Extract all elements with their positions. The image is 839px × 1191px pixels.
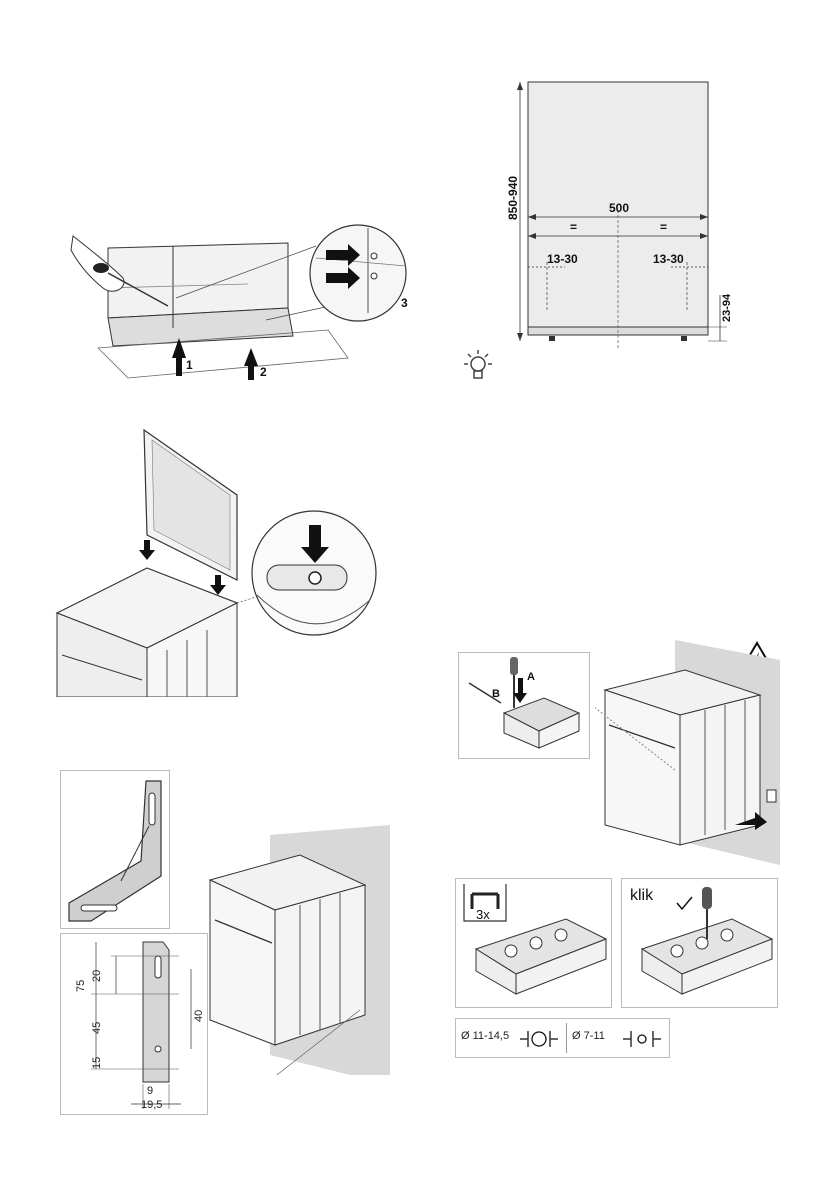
klik-label: klik [630,887,654,904]
feet-adjustment-illustration [70,224,407,380]
cooker-electrical-illustration [595,640,780,865]
cable-clamp-panel: 3x [455,878,612,1008]
dim-9: 9 [147,1085,154,1097]
equal-right-label: = [660,220,668,234]
foot-height-label: 23-94 [721,293,733,322]
bracket-dimension-panel: 75 20 45 15 40 9 19,5 [60,933,208,1115]
cable-size-large-label: Ø 11-14,5 [461,1030,510,1042]
equal-left-label: = [570,220,578,234]
figure-feet-adjustment: 1 2 3 [68,218,413,383]
cable-size-strip: Ø 11-14,5 Ø 7-11 [455,1018,670,1058]
figure-installation-dimensions: 850-940 500 = = 13-30 13-30 23-94 [495,70,740,380]
figure-antitip-bracket: 75 20 45 15 40 9 19,5 [60,770,390,1120]
dim-75: 75 [75,979,87,992]
lift-arrow-2 [244,348,258,380]
figure-electrical-connection: A B 3x [455,640,780,1070]
lift-arrow-1 [172,338,186,376]
figure-lid-mounting [52,425,382,698]
cable-size-small-label: Ø 7-11 [572,1030,605,1042]
cable-large-clamp-icon [520,1031,558,1047]
dim-20: 20 [91,969,103,982]
offset-left-label: 13-30 [547,252,578,266]
cable-small-clamp-icon [623,1031,661,1047]
step-label-3: 3 [401,296,408,310]
terminal-box-panel: A B [458,652,590,759]
lid-mounting-illustration [55,428,377,698]
terminal-label-a: A [527,671,535,683]
dim-19-5: 19,5 [141,1099,163,1111]
width-dimension-label: 500 [609,201,630,215]
installation-dimensions-drawing [517,81,727,350]
terminal-label-b: B [492,688,500,700]
height-dimension-label: 850-940 [506,175,520,220]
bracket-detail-panel [60,770,170,929]
clamp-count-label: 3x [476,907,490,922]
step-label-2: 2 [260,365,267,379]
dim-15: 15 [91,1056,103,1069]
klik-panel: klik [621,878,778,1008]
step-label-1: 1 [186,358,193,372]
cooker-against-wall-illustration [208,825,390,1075]
lightbulb-tip-icon [458,348,498,388]
dim-45: 45 [91,1021,103,1034]
offset-right-label: 13-30 [653,252,684,266]
